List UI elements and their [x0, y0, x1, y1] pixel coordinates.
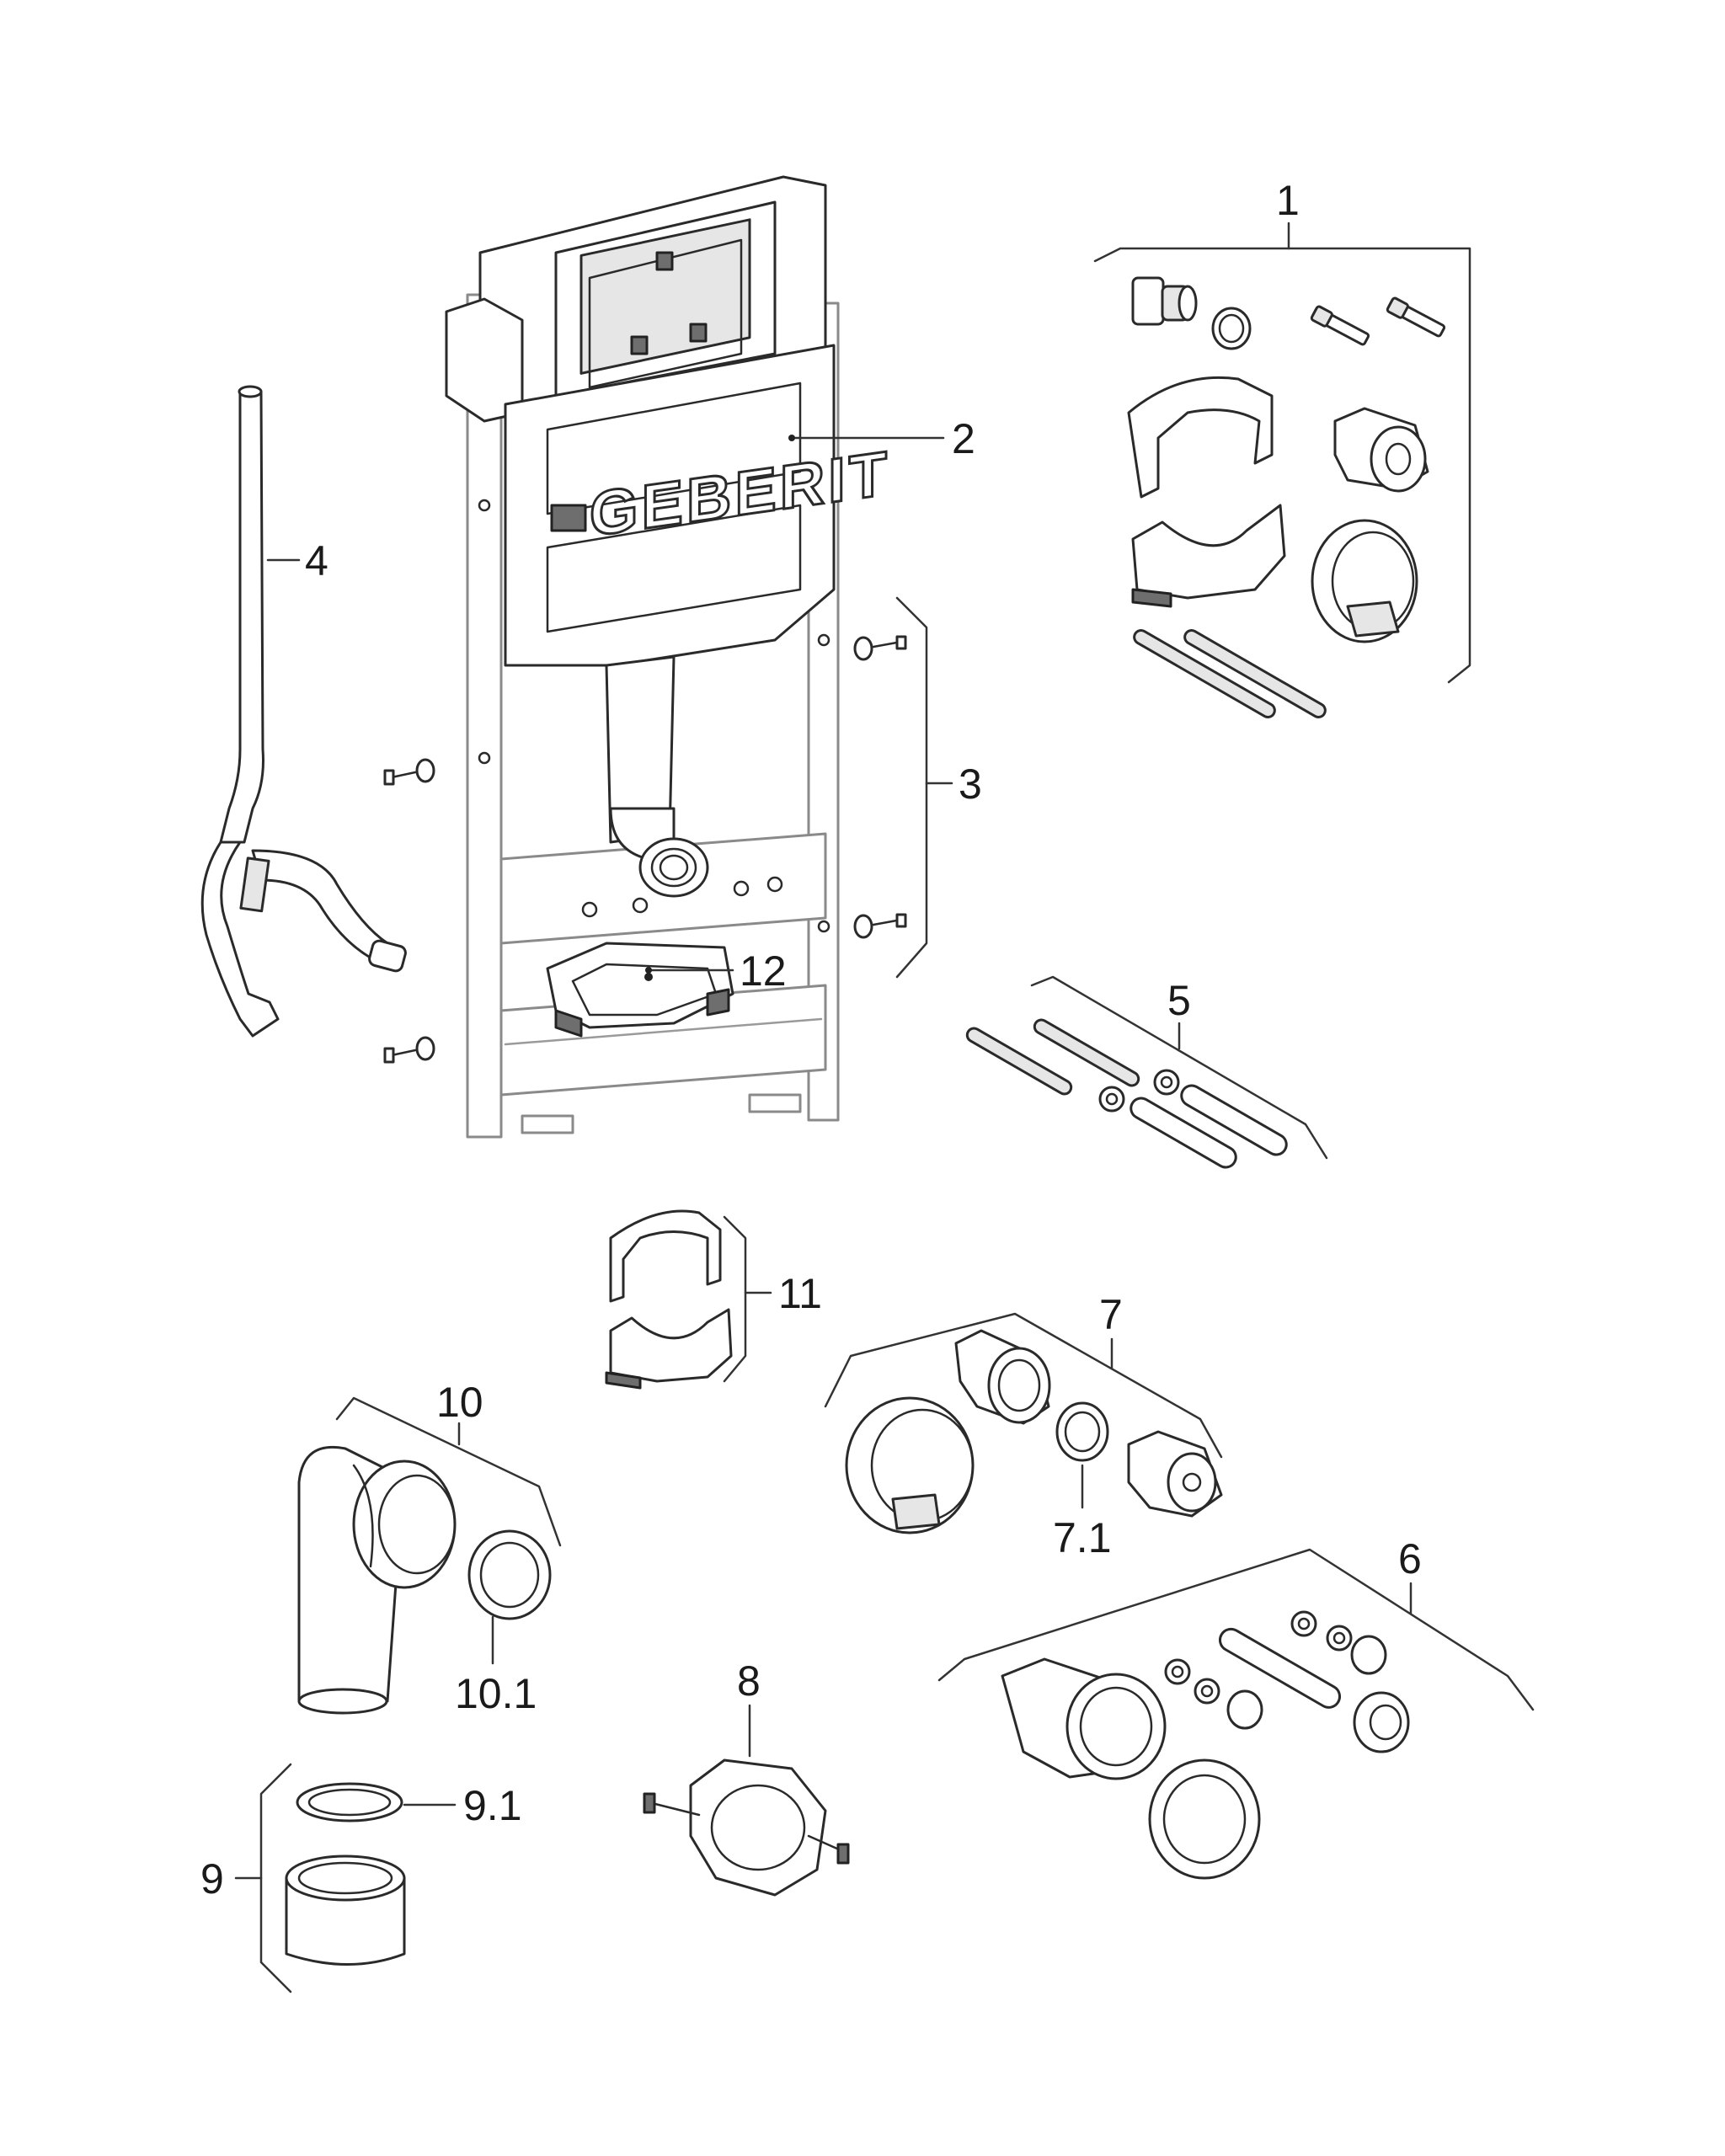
- supply-pipe-4: [200, 385, 407, 1038]
- callout-6: 6: [1398, 1535, 1422, 1582]
- mounting-bracket-8: [643, 1758, 850, 1897]
- connector-set-7: [845, 1329, 1223, 1534]
- callout-labels: 1 2 3 4 5 6 7 7.1 8 9 9.1 10 10.1 11 12: [200, 177, 1422, 1903]
- callout-1: 1: [1276, 177, 1300, 224]
- callout-2: 2: [952, 415, 975, 462]
- fixing-bolts: [383, 635, 907, 1064]
- frame-bracket-12: [546, 942, 734, 1038]
- clip-bracket-11: [605, 1209, 733, 1390]
- callout-3: 3: [959, 760, 982, 808]
- leader-lines: [234, 221, 1535, 1993]
- callout-7-1: 7.1: [1053, 1514, 1112, 1561]
- rod-set-5: [965, 1018, 1288, 1169]
- callout-9-1: 9.1: [463, 1782, 522, 1829]
- callout-5: 5: [1167, 977, 1191, 1024]
- callout-11: 11: [778, 1270, 822, 1317]
- callout-9: 9: [200, 1855, 224, 1903]
- callout-10: 10: [436, 1379, 483, 1426]
- callout-8: 8: [737, 1657, 761, 1705]
- connection-set-6: [1001, 1610, 1410, 1880]
- callout-12: 12: [740, 947, 787, 995]
- callout-10-1: 10.1: [455, 1670, 537, 1717]
- coupling-sleeve-9: [285, 1782, 406, 1966]
- pipe-bend-10: [297, 1445, 552, 1715]
- callout-4: 4: [305, 537, 328, 584]
- accessory-set-1: [1127, 276, 1446, 718]
- callout-7: 7: [1099, 1291, 1123, 1338]
